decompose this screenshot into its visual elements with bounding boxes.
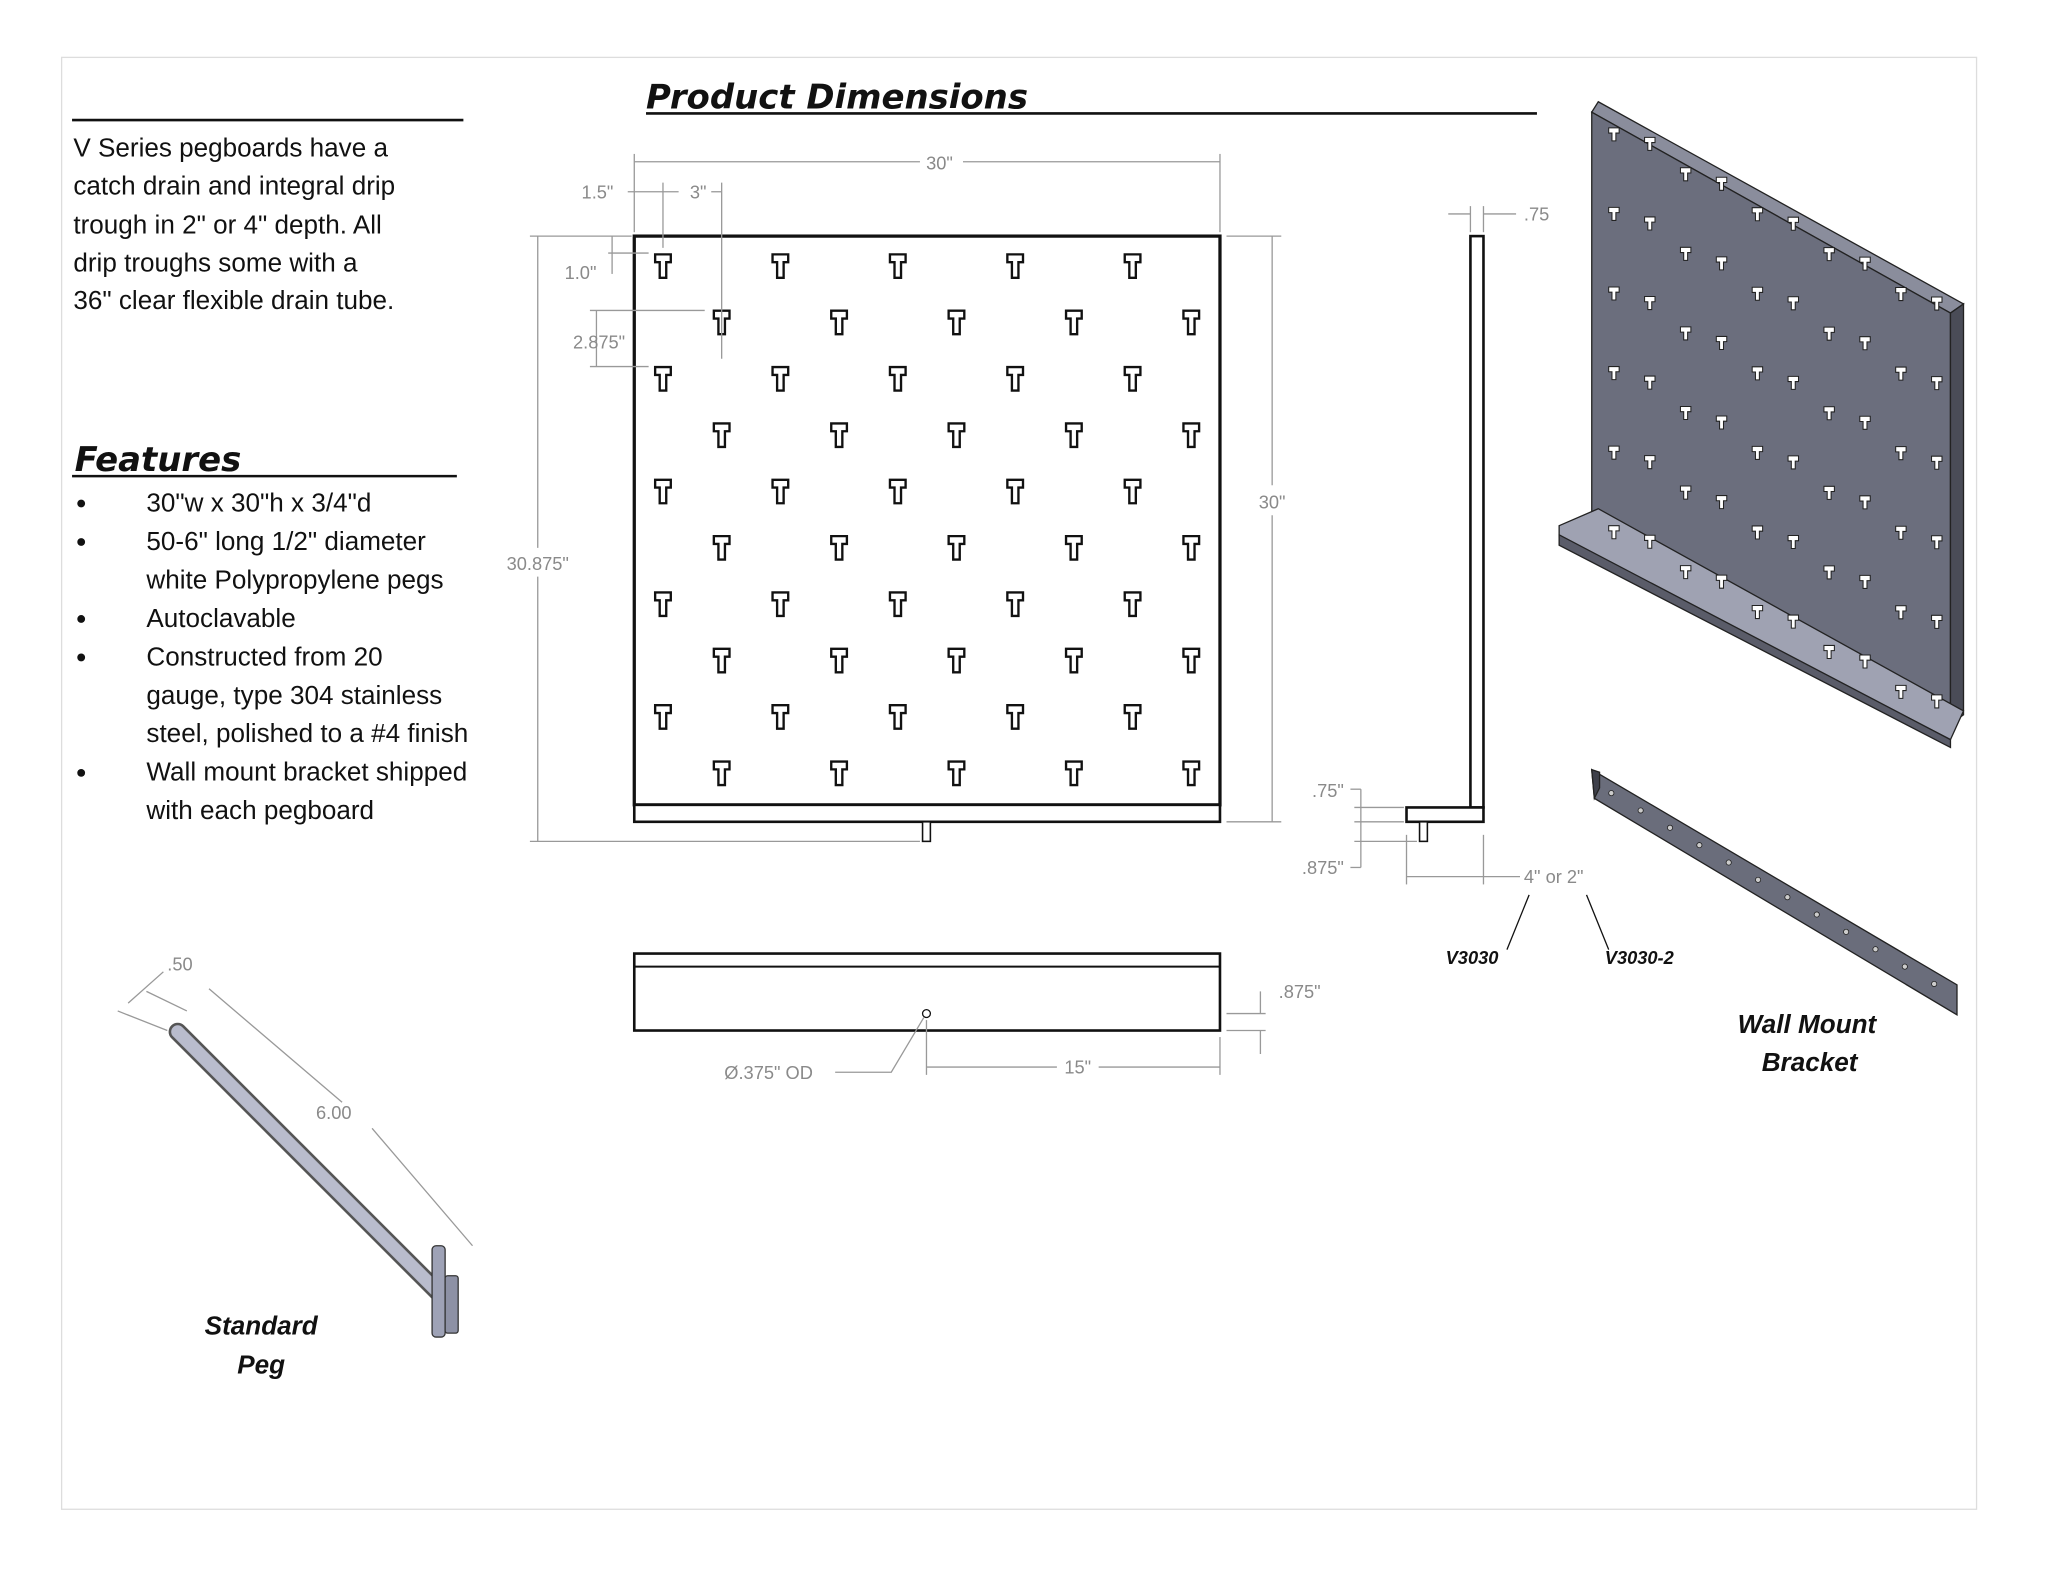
bottom-view: .875" Ø.375" OD 15"	[632, 952, 1321, 1083]
screw-hole-icon	[1843, 928, 1850, 935]
feature-item: with each pegboard	[145, 795, 374, 825]
intro-text: V Series pegboards have a catch drain an…	[73, 133, 395, 316]
intro-line: 36" clear flexible drain tube.	[73, 285, 394, 315]
dim-height: 30"	[1259, 492, 1286, 513]
dim-trough-thickness: .75"	[1312, 780, 1344, 801]
drawing-title: Product Dimensions	[646, 77, 1028, 116]
dim-drain-od: Ø.375" OD	[724, 1062, 813, 1083]
bullet-icon	[77, 653, 86, 662]
dim-bottom-drain: .875"	[1279, 981, 1321, 1002]
page-frame	[60, 56, 1978, 1510]
dim-drain: .875"	[1302, 857, 1344, 878]
dim-total-height: 30.875"	[507, 553, 569, 574]
screw-hole-icon	[1696, 842, 1703, 849]
model-v3030: V3030	[1446, 947, 1499, 968]
screw-hole-icon	[1901, 963, 1908, 970]
feature-item: steel, polished to a #4 finish	[146, 718, 468, 748]
model-v3030-2: V3030-2	[1605, 947, 1674, 968]
feature-item: 50-6" long 1/2" diameter	[146, 526, 426, 556]
intro-line: drip troughs some with a	[73, 247, 358, 277]
feature-item: 30"w x 30"h x 3/4"d	[146, 487, 371, 517]
bullet-icon	[77, 538, 86, 546]
screw-hole-icon	[1667, 824, 1674, 831]
bracket-label: Wall Mount	[1738, 1009, 1878, 1039]
standard-peg-drawing: .50 6.00 Standard Peg	[117, 954, 474, 1380]
screw-hole-icon	[1725, 859, 1732, 866]
feature-item: Constructed from 20	[146, 641, 382, 671]
front-view: 30" 1.5" 3" 1.0" 2.875" 30.875" 30"	[507, 153, 1286, 843]
screw-hole-icon	[1755, 876, 1762, 883]
feature-item: Wall mount bracket shipped	[146, 757, 467, 787]
feature-item: gauge, type 304 stainless	[146, 680, 442, 710]
feature-item: Autoclavable	[146, 603, 295, 633]
bullet-icon	[77, 615, 86, 623]
features-list: 30"w x 30"h x 3/4"d 50-6" long 1/2" diame…	[77, 487, 468, 825]
peg-label: Standard	[205, 1310, 319, 1340]
side-view: .75 .75" .875" 4" or 2" V3030 V3030-2	[1302, 203, 1674, 968]
dim-edge-offset: 1.5"	[582, 181, 614, 202]
isometric-pegboard	[1558, 100, 1965, 749]
dim-top-offset: 1.0"	[565, 262, 597, 283]
screw-hole-icon	[1637, 807, 1644, 814]
screw-hole-icon	[1608, 790, 1615, 797]
dim-depth: 4" or 2"	[1524, 866, 1584, 887]
bullet-icon	[77, 768, 86, 777]
dim-peg-dia: .50	[167, 954, 192, 975]
peg-label: Peg	[237, 1350, 285, 1380]
feature-item: white Polypropylene pegs	[145, 564, 443, 594]
intro-line: catch drain and integral drip	[73, 170, 395, 200]
dim-spacing: 3"	[690, 181, 707, 202]
dim-drain-center: 15"	[1064, 1057, 1091, 1078]
bullet-icon	[77, 499, 86, 508]
wall-mount-bracket: Wall Mount Bracket	[1590, 768, 1958, 1077]
screw-hole-icon	[1931, 980, 1938, 987]
dim-peg-len: 6.00	[316, 1102, 352, 1123]
intro-line: trough in 2" or 4" depth. All	[73, 209, 381, 239]
intro-line: V Series pegboards have a	[73, 133, 388, 163]
dim-thickness: .75	[1524, 203, 1549, 224]
screw-hole-icon	[1784, 894, 1791, 901]
screw-hole-icon	[1813, 911, 1820, 918]
features-title: Features	[75, 440, 242, 479]
dim-width: 30"	[926, 153, 953, 174]
screw-hole-icon	[1872, 946, 1879, 953]
bracket-label: Bracket	[1762, 1047, 1859, 1077]
dim-row-spacing: 2.875"	[573, 331, 625, 352]
